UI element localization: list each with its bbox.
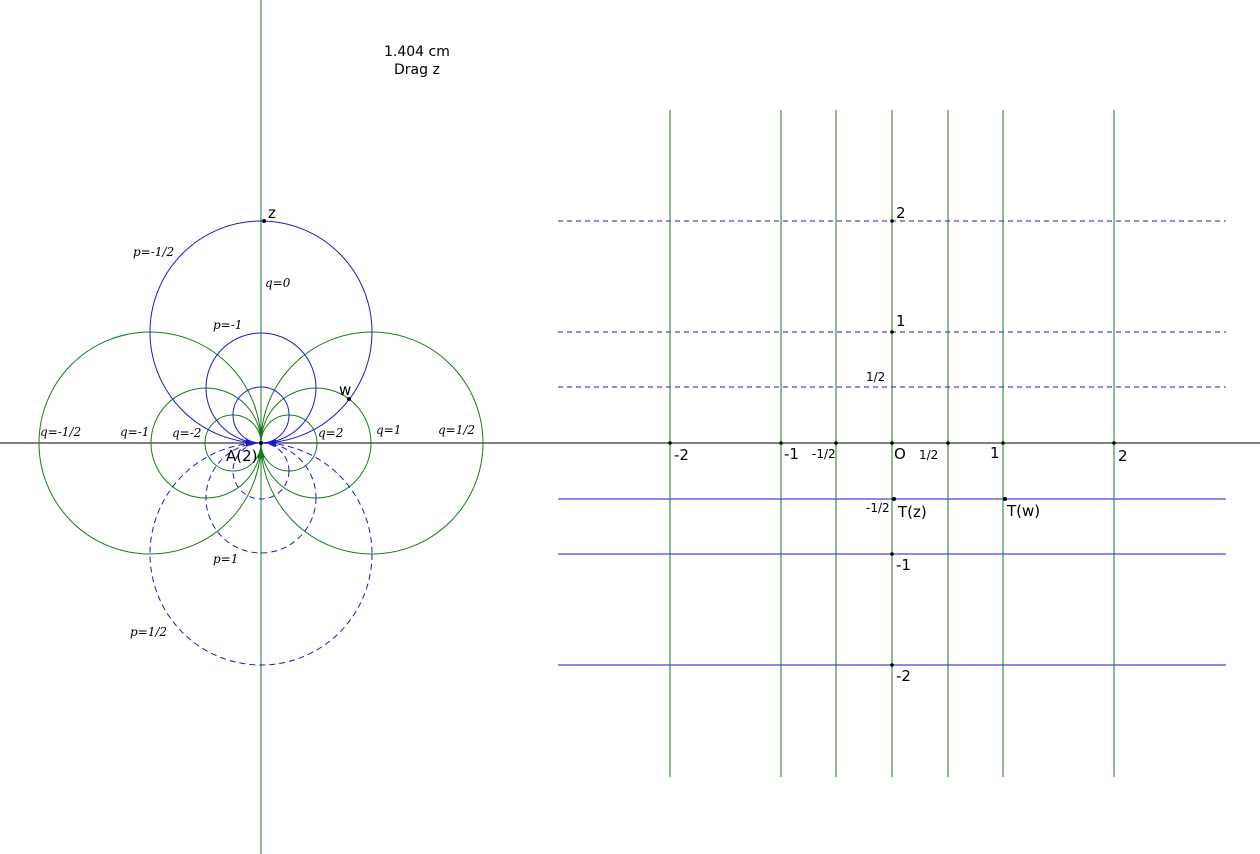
label-w: w (339, 381, 351, 399)
point-origin (259, 441, 263, 445)
label-q-0: q=0 (265, 276, 291, 290)
label-tz: T(z) (897, 503, 927, 521)
label-p-pos-1: p=1 (213, 552, 238, 566)
x-tick-label: 1 (990, 444, 1000, 462)
x-tick-label: O (894, 445, 906, 463)
tick-dot (946, 441, 950, 445)
tick-dot (890, 219, 894, 223)
y-tick-label: -1/2 (866, 501, 890, 515)
point-z[interactable] (262, 219, 266, 223)
tick-dot (834, 441, 838, 445)
left-arrow-icon (246, 439, 254, 447)
point-w[interactable] (347, 397, 351, 401)
x-tick-label: -1 (784, 445, 799, 463)
x-tick-label: -1/2 (812, 447, 836, 461)
x-tick-label: 1/2 (919, 448, 938, 462)
label-q-neg-1: q=-1 (120, 425, 149, 439)
x-tick-label: 2 (1118, 447, 1128, 465)
down-arrow-icon (257, 450, 265, 458)
point-tw[interactable] (1003, 497, 1007, 501)
tick-dot (668, 441, 672, 445)
label-p-pos-half: p=1/2 (130, 625, 167, 639)
y-tick-label: 2 (896, 204, 906, 222)
tick-dot (890, 330, 894, 334)
status-readout: 1.404 cm (384, 44, 450, 60)
label-q-neg-half: q=-1/2 (40, 425, 81, 439)
y-tick-label: 1 (896, 312, 906, 330)
left-panel: z w A(2) p=-1/2 p=-1 p=1 p=1/2 q=0 q=-1/… (0, 0, 560, 854)
label-q-pos-2: q=2 (318, 426, 343, 440)
label-p-neg-half: p=-1/2 (133, 245, 174, 259)
label-origin: A(2) (226, 447, 258, 465)
label-z: z (268, 204, 276, 222)
drag-hint: Drag z (394, 62, 440, 78)
label-q-pos-half: q=1/2 (438, 423, 475, 437)
tick-dot (890, 552, 894, 556)
label-p-neg-1: p=-1 (213, 318, 242, 332)
p-circle-pos-1 (205, 442, 317, 554)
tick-dot (890, 663, 894, 667)
tick-dot (1112, 441, 1116, 445)
right-arrow-icon (268, 439, 276, 447)
y-tick-label: -2 (896, 667, 911, 685)
tick-dot (1001, 441, 1005, 445)
tick-dot (779, 441, 783, 445)
label-q-pos-1: q=1 (376, 423, 401, 437)
x-tick-label: -2 (674, 446, 689, 464)
tick-dot (890, 441, 894, 445)
right-panel: -2 -1 -1/2 O 1/2 1 2 2 1 1/2 -1/2 -1 -2 … (558, 110, 1260, 777)
point-tz[interactable] (892, 497, 896, 501)
y-tick-label: 1/2 (866, 370, 885, 384)
label-q-neg-2: q=-2 (172, 426, 201, 440)
label-tw: T(w) (1006, 502, 1040, 520)
y-tick-label: -1 (896, 556, 911, 574)
